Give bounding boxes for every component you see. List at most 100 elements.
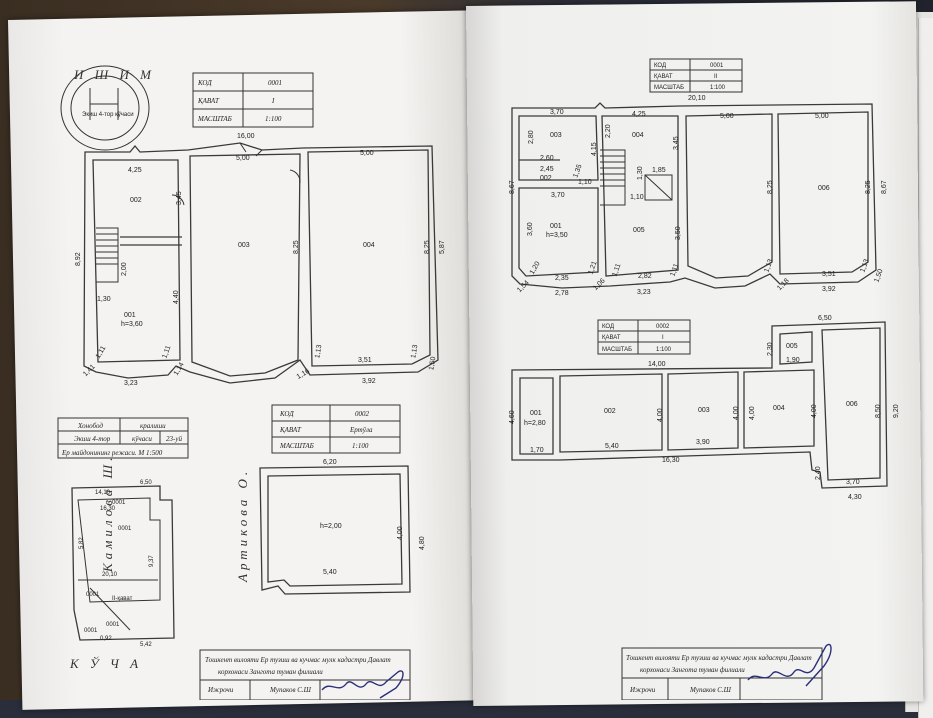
r-plan1-dim-20: 8,25 [767, 180, 774, 194]
plan1-dim-11: 4,40 [173, 290, 180, 304]
site-side-right: Артикова О. [235, 468, 250, 583]
stamp-bottom-text: Экиш 4-тор кўчаси [82, 111, 134, 118]
plan1-dim-9: 2,00 [121, 262, 128, 276]
r-plan2-dim-6: 4,00 [733, 406, 740, 420]
plan2-dim-1: 4,00 [397, 526, 404, 540]
plan1-dim-3: 5,00 [360, 150, 374, 157]
site-street: К Ў Ч А [69, 656, 142, 671]
r-plan1-dim-28: 1,11 [669, 263, 680, 278]
right-footer: Тошкент вилояти Ер тузиш ва кучмас мулк … [621, 643, 832, 700]
r-plan1-dim-13: 1,30 [637, 166, 644, 180]
r-plan1-dim-4: 5,00 [815, 113, 829, 120]
r-plan2-room-002: 002 [604, 408, 616, 415]
site-dim-5: 9,37 [149, 555, 155, 567]
r-plan1-dim-23: 1,20 [529, 260, 542, 275]
table1-floor-value: I [271, 97, 275, 105]
plan1-dim-18: 3,51 [358, 357, 372, 364]
r-table2-code-label: КОД [602, 324, 614, 330]
r-plan1-dim-18: 3,50 [675, 226, 682, 240]
r-plan2-dim-7: 4,00 [749, 406, 756, 420]
plan1-dim-6: 8,25 [293, 240, 300, 254]
site-dim-0: 14,10 [95, 490, 111, 496]
right-footer-role: Ижрочи [629, 686, 656, 694]
r-plan2-dim-8: 4,00 [811, 404, 818, 418]
left-footer-role: Ижрочи [207, 686, 234, 694]
plan1-dim-4: 3,45 [176, 191, 183, 205]
plan1-room-003: 003 [238, 242, 250, 249]
right-footer-line2: корхонаси Зангота туман филиали [640, 666, 745, 674]
r-plan1-dim-14: 1,85 [652, 167, 666, 174]
r-table2-floor-label: ҚАВАТ [602, 335, 621, 341]
r-plan1-dim-0: 20,10 [688, 95, 706, 102]
r-plan1-dim-30: 3,51 [822, 271, 836, 278]
left-site-table: Хонобод кралиши Экиш 4-тор кўчаси 23-уй … [57, 417, 189, 459]
table2-floor-label: ҚАВАТ [279, 426, 302, 434]
r-plan2-room-006: 006 [846, 401, 858, 408]
r-plan2-dim-2: 14,00 [648, 361, 666, 368]
plan1-dim-5: 8,92 [75, 252, 82, 266]
r-plan1-dim-2: 4,25 [632, 111, 646, 118]
r-plan2-dim-0: 6,50 [818, 315, 832, 322]
r-table1-floor-value: II [714, 74, 718, 80]
site-label-4: 0001 [106, 622, 120, 628]
left-table-1: КОД 0001 ҚАВАТ I МАСШТАБ 1:100 [192, 72, 314, 128]
r-plan1-room-003: 003 [550, 132, 562, 139]
r-plan1-dim-6: 2,20 [605, 124, 612, 138]
table2-code-value: 0002 [355, 410, 370, 418]
r-table1-code-value: 0001 [710, 63, 724, 69]
plan1-dim-21: 1,50 [428, 356, 437, 371]
r-plan1-dim-15: 1,10 [630, 194, 644, 201]
left-footer-line2: корхонаси Зангота туман филиали [218, 668, 323, 676]
r-plan1-room-002: 002 [540, 175, 552, 182]
site-table-r0c1: кралиши [140, 422, 166, 430]
r-plan2-room-001: 001 [530, 410, 542, 417]
r-plan2-dim-17: 4,30 [848, 494, 862, 501]
r-table1-floor-label: ҚАВАТ [654, 74, 673, 80]
r-table1-scale-label: МАСШТАБ [654, 85, 684, 91]
drawing-layer: И Ш И М Экиш 4-тор кўчаси КОД 0001 ҚАВАТ… [57, 58, 900, 700]
plan1-dim-17: 1,16 [296, 368, 311, 381]
left-stamp: И Ш И М Экиш 4-тор кўчаси [60, 65, 155, 151]
site-dim-7: 5,42 [140, 642, 152, 648]
r-plan1-room-005: 005 [633, 227, 645, 234]
site-table-caption: Ер майдонининг режаси. М 1:500 [61, 449, 163, 457]
r-plan1-dim-26: 1,11 [611, 263, 622, 278]
plan1-dim-1: 4,25 [128, 167, 142, 174]
site-label-5: 0001 [84, 628, 98, 634]
plan2-dim-3: 5,40 [323, 569, 337, 576]
r-plan2-dim-4: 4,60 [509, 410, 516, 424]
right-footer-name: Мупаков С.Ш [689, 686, 732, 694]
stamp-top-text: И Ш И М [73, 67, 155, 82]
site-dim-4: 5,82 [79, 537, 85, 549]
plan2-room-height: h=2,00 [320, 523, 342, 530]
right-signature [747, 643, 832, 687]
r-plan1-room-height: h=3,50 [546, 232, 568, 239]
r-plan2-dim-11: 1,70 [530, 447, 544, 454]
site-table-r1c0: Экиш 4-тор [74, 435, 111, 443]
r-plan2-room-height: h=2,80 [524, 420, 546, 427]
site-table-r0c0: Хонобод [77, 422, 103, 430]
r-plan1-room-006: 006 [818, 185, 830, 192]
table1-code-value: 0001 [268, 79, 282, 87]
right-floor-plan-1: 20,10 3,70 4,25 5,00 5,00 2,80 2,20 4,15… [509, 95, 888, 297]
table2-floor-value: Ертўла [349, 426, 373, 434]
plan1-dim-20: 1,13 [410, 344, 419, 359]
r-plan1-dim-22: 8,67 [881, 180, 888, 194]
r-plan1-dim-21: 8,25 [865, 180, 872, 194]
r-plan1-dim-36: 1,18 [776, 277, 791, 292]
r-plan1-dim-25: 1,21 [587, 260, 598, 275]
r-plan1-dim-17: 3,60 [527, 222, 534, 236]
plan1-room-002: 002 [130, 197, 142, 204]
left-floor-plan-1: 16,00 4,25 5,00 5,00 3,45 8,92 8,25 8,25… [75, 133, 446, 387]
r-plan1-dim-31: 1,13 [859, 258, 870, 273]
left-footer: Тошкент вилояти Ер тузиш ва кучмас мулк … [199, 649, 411, 700]
plan1-dim-7: 8,25 [424, 240, 431, 254]
r-plan2-dim-5: 4,00 [657, 408, 664, 422]
r-plan1-dim-33: 2,78 [555, 290, 569, 297]
plan1-dim-0: 16,00 [237, 133, 255, 140]
right-table-2: КОД 0002 ҚАВАТ I МАСШТАБ 1:100 [597, 319, 691, 355]
plan1-dim-16: 3,23 [124, 380, 138, 387]
r-plan1-dim-8: 3,45 [673, 136, 680, 150]
right-table-1: КОД 0001 ҚАВАТ II МАСШТАБ 1:100 [649, 58, 743, 93]
left-footer-name: Мупаков С.Ш [269, 686, 312, 694]
